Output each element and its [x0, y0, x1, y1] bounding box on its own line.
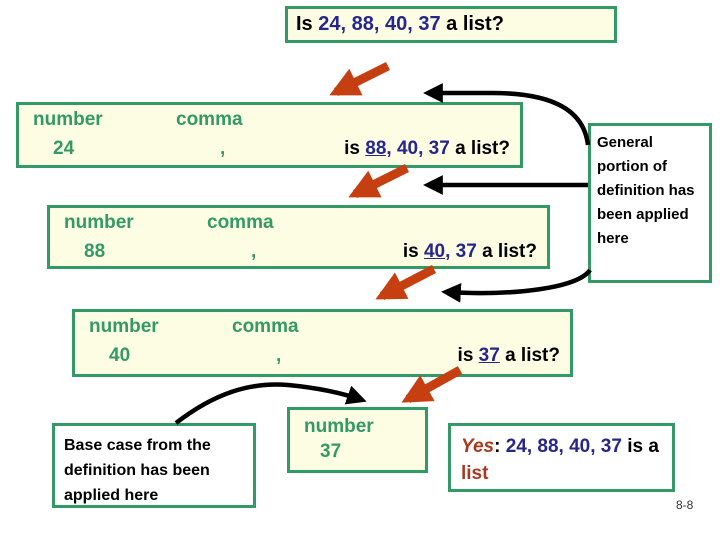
- grammar-comma-label: comma: [232, 316, 299, 337]
- base-case-step-box: number 37: [287, 407, 428, 473]
- red-arrow-step-1: [329, 61, 391, 97]
- general-callout-text: General portion of definition has been a…: [597, 134, 695, 247]
- grammar-comma-label: comma: [176, 109, 243, 130]
- question-head: 88,: [365, 138, 392, 159]
- result-box: Yes: 24, 88, 40, 37 is a list: [448, 423, 675, 492]
- grammar-row: number comma: [19, 109, 520, 138]
- title-suffix: a list?: [440, 13, 504, 35]
- title-text: Is 24, 88, 40, 37 a list?: [296, 13, 504, 36]
- question-prefix: is: [344, 138, 366, 159]
- derivation-step-1: number comma 24 , is 88, 40, 37 a list?: [16, 102, 523, 168]
- title-prefix: Is: [296, 13, 319, 35]
- question-suffix: a list?: [499, 345, 560, 366]
- red-arrow-step-2: [348, 163, 410, 199]
- step-question: is 37 a list?: [458, 345, 560, 367]
- title-numbers: 24, 88, 40, 37: [318, 13, 441, 35]
- general-connector-3: [441, 268, 592, 303]
- title-box: Is 24, 88, 40, 37 a list?: [285, 6, 617, 43]
- red-arrow-step-3: [375, 265, 437, 300]
- step-question: is 88, 40, 37 a list?: [344, 138, 510, 160]
- grammar-comma-label: comma: [207, 212, 274, 233]
- value-row: 24 , is 88, 40, 37 a list?: [19, 138, 520, 167]
- step-value: 40: [109, 345, 131, 366]
- step-value: 24: [53, 138, 75, 159]
- question-prefix: is: [457, 345, 479, 366]
- step-question: is 40, 37 a list?: [403, 241, 537, 263]
- general-definition-callout: General portion of definition has been a…: [588, 123, 712, 283]
- question-suffix: a list?: [476, 241, 537, 262]
- question-prefix: is: [402, 241, 424, 262]
- result-list-word: list: [461, 463, 489, 484]
- result-yes: Yes: [461, 436, 495, 457]
- result-numbers: 24, 88, 40, 37: [505, 436, 622, 457]
- question-tail: 40, 37: [391, 138, 450, 159]
- grammar-number-label: number: [304, 416, 374, 437]
- grammar-row: number comma: [75, 316, 570, 345]
- base-case-callout-text: Base case from the definition has been a…: [64, 437, 211, 504]
- slide-page-number: 8-8: [676, 498, 694, 512]
- step-value: 88: [84, 241, 106, 262]
- comma-character: ,: [251, 241, 257, 262]
- grammar-number-label: number: [89, 316, 159, 337]
- result-colon: :: [494, 436, 506, 457]
- derivation-step-2: number comma 88 , is 40, 37 a list?: [47, 205, 550, 269]
- question-suffix: a list?: [449, 138, 510, 159]
- base-case-callout: Base case from the definition has been a…: [52, 423, 256, 508]
- grammar-number-label: number: [64, 212, 134, 233]
- value-row: 40 , is 37 a list?: [75, 345, 570, 374]
- value-row: 88 , is 40, 37 a list?: [50, 241, 547, 270]
- grammar-number-label: number: [33, 109, 103, 130]
- derivation-step-3: number comma 40 , is 37 a list?: [72, 309, 573, 377]
- comma-character: ,: [220, 138, 226, 159]
- grammar-row: number comma: [50, 212, 547, 241]
- question-head: 37: [478, 345, 500, 366]
- result-middle: is a: [627, 436, 659, 457]
- step-value: 37: [320, 441, 342, 462]
- question-head: 40,: [423, 241, 451, 262]
- question-tail: 37: [450, 241, 477, 262]
- comma-character: ,: [276, 345, 282, 366]
